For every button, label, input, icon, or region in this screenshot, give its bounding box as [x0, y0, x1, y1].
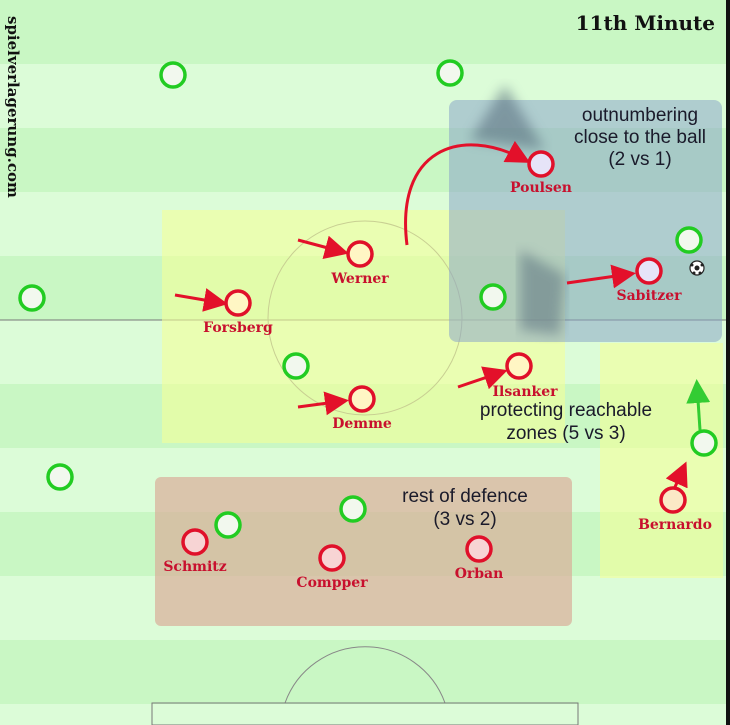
zone-label-protecting: protecting reachable: [480, 400, 652, 421]
player-marker: [505, 352, 533, 380]
player-werner: Werner: [330, 240, 389, 287]
player-name: Forsberg: [203, 320, 273, 336]
player-marker: [659, 486, 687, 514]
zone-label-outnumbering: outnumbering: [582, 105, 698, 126]
arrow-poulsen-run: [404, 140, 531, 246]
player-marker: [465, 535, 493, 563]
player-name: Orban: [455, 566, 504, 582]
penalty-arc: [284, 646, 446, 704]
opponent-player: [675, 226, 703, 254]
player-marker: [527, 150, 555, 178]
player-name: Demme: [332, 416, 392, 432]
player-name: Ilsanker: [493, 384, 559, 400]
arrow-werner: [297, 235, 349, 259]
player-compper: Compper: [296, 544, 368, 591]
arrow-opponent-run: [686, 379, 711, 431]
opponent-player: [282, 352, 310, 380]
pitch-stripe: [0, 704, 730, 725]
opponent-player: [690, 429, 718, 457]
zone-label-rest-defence: rest of defence: [402, 486, 528, 507]
zone-label-protecting: zones (5 vs 3): [506, 423, 625, 444]
movement-arrows: [174, 140, 711, 489]
player-marker: [318, 544, 346, 572]
player-marker: [348, 385, 376, 413]
opponent-player: [436, 59, 464, 87]
watermark: spielverlagerung.com: [4, 16, 22, 198]
arrow-ilsanker: [457, 366, 508, 390]
title: 11th Minute: [576, 11, 715, 35]
arrow-sabitzer: [566, 264, 636, 289]
player-sabitzer: Sabitzer: [617, 257, 683, 304]
player-orban: Orban: [455, 535, 504, 582]
player-marker: [346, 240, 374, 268]
player-name: Bernardo: [638, 517, 712, 533]
zone-label-outnumbering: close to the ball: [574, 127, 706, 148]
zone-rest-defence: [155, 477, 572, 626]
player-name: Poulsen: [510, 180, 572, 196]
opponent-player: [214, 511, 242, 539]
player-marker: [181, 528, 209, 556]
zone-label-rest-defence: (3 vs 2): [433, 509, 496, 530]
arrow-bernardo: [665, 461, 688, 489]
cover-shadow: [470, 85, 545, 150]
pitch-stripe: [0, 0, 730, 64]
opponent-player: [46, 463, 74, 491]
player-marker: [635, 257, 663, 285]
zone-label-outnumbering: (2 vs 1): [608, 149, 671, 170]
player-bernardo: Bernardo: [638, 486, 712, 533]
player-ilsanker: Ilsanker: [493, 352, 559, 400]
player-schmitz: Schmitz: [163, 528, 227, 575]
pitch-stripe: [0, 640, 730, 704]
cover-shadow: [520, 250, 565, 335]
player-marker: [224, 289, 252, 317]
player-name: Schmitz: [163, 559, 226, 575]
right-border: [726, 0, 730, 725]
arrow-demme: [297, 391, 349, 416]
player-forsberg: Forsberg: [203, 289, 273, 336]
player-poulsen: Poulsen: [510, 150, 572, 196]
opponent-players: [18, 59, 718, 539]
opponent-player: [159, 61, 187, 89]
player-name: Werner: [330, 271, 389, 287]
player-name: Sabitzer: [617, 288, 683, 304]
arrow-forsberg: [174, 288, 228, 312]
penalty-box: [151, 702, 579, 725]
opponent-player: [479, 283, 507, 311]
opponent-player: [339, 495, 367, 523]
zone-wing: [600, 343, 723, 578]
player-name: Compper: [296, 575, 368, 591]
player-demme: Demme: [332, 385, 392, 432]
soccer-ball-icon: [689, 260, 705, 276]
opponent-player: [18, 284, 46, 312]
